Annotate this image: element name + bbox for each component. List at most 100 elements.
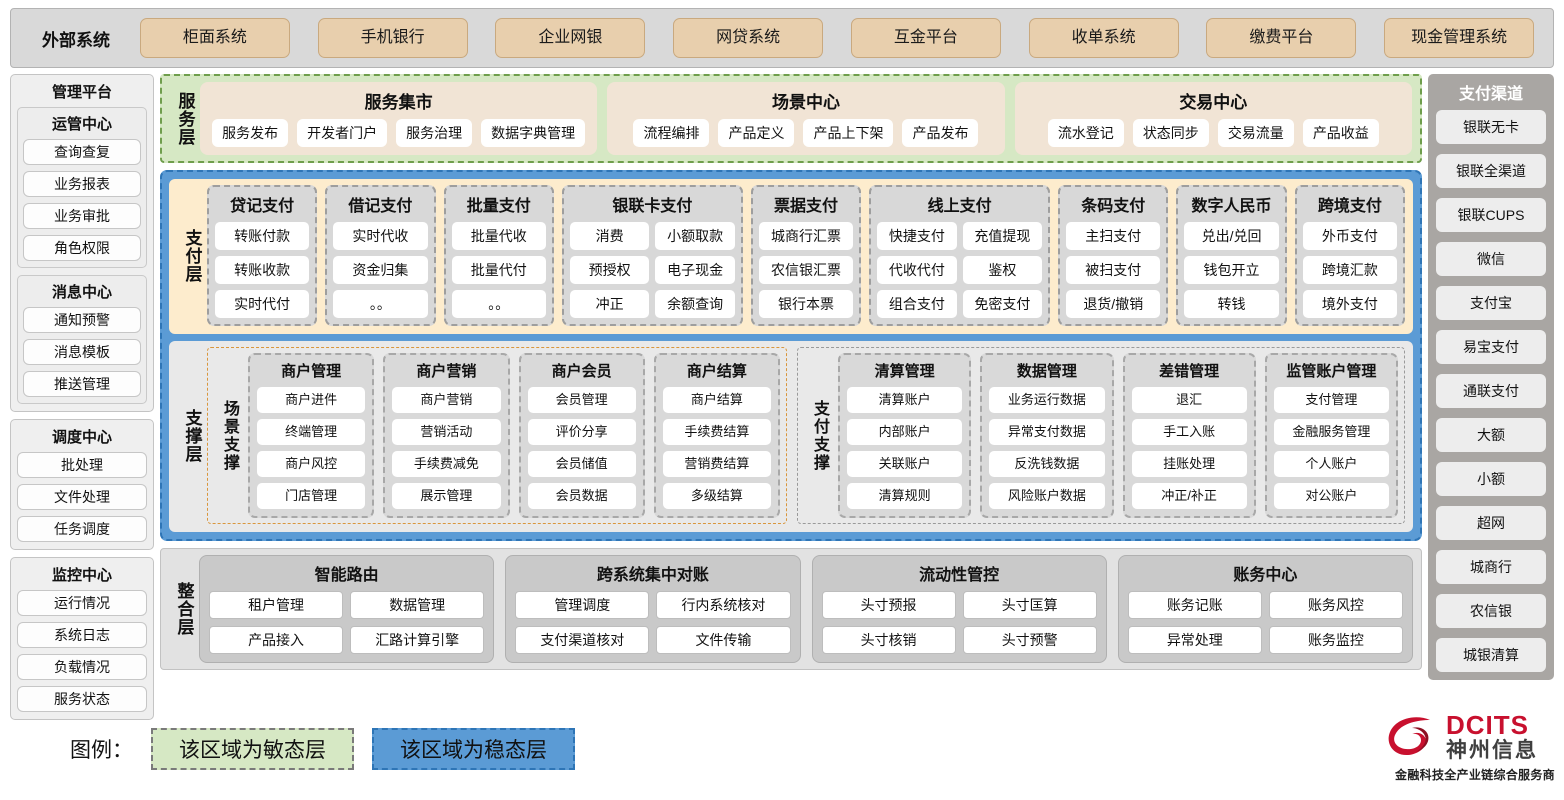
payment-item[interactable]: 转账收款 xyxy=(215,256,310,284)
integration-item[interactable]: 异常处理 xyxy=(1127,626,1262,654)
management-item[interactable]: 角色权限 xyxy=(23,235,141,261)
service-item[interactable]: 产品定义 xyxy=(718,119,795,147)
integration-item[interactable]: 文件传输 xyxy=(656,626,791,654)
support-item[interactable]: 会员管理 xyxy=(527,387,636,413)
management-item[interactable]: 运行情况 xyxy=(17,590,147,616)
integration-item[interactable]: 数据管理 xyxy=(350,591,485,619)
management-item[interactable]: 业务审批 xyxy=(23,203,141,229)
external-system-chip[interactable]: 收单系统 xyxy=(1028,18,1179,58)
management-item[interactable]: 批处理 xyxy=(17,452,147,478)
payment-item[interactable]: 冲正 xyxy=(569,290,650,318)
payment-item[interactable]: 实时代收 xyxy=(333,222,428,250)
management-item[interactable]: 通知预警 xyxy=(23,307,141,333)
service-item[interactable]: 产品收益 xyxy=(1302,119,1379,147)
payment-item[interactable]: 跨境汇款 xyxy=(1302,256,1397,284)
support-item[interactable]: 手工入账 xyxy=(1131,419,1247,445)
support-item[interactable]: 关联账户 xyxy=(847,451,963,477)
support-item[interactable]: 商户进件 xyxy=(257,387,366,413)
payment-item[interactable]: 组合支付 xyxy=(877,290,957,318)
support-item[interactable]: 展示管理 xyxy=(392,483,501,509)
payment-item[interactable]: 预授权 xyxy=(569,256,650,284)
service-item[interactable]: 数据字典管理 xyxy=(481,119,586,147)
payment-item[interactable]: 代收代付 xyxy=(877,256,957,284)
integration-item[interactable]: 账务监控 xyxy=(1268,626,1403,654)
support-item[interactable]: 对公账户 xyxy=(1273,483,1389,509)
service-item[interactable]: 产品发布 xyxy=(902,119,979,147)
integration-item[interactable]: 账务记账 xyxy=(1127,591,1262,619)
external-system-chip[interactable]: 柜面系统 xyxy=(139,18,290,58)
payment-channel-chip[interactable]: 易宝支付 xyxy=(1436,330,1546,364)
support-item[interactable]: 退汇 xyxy=(1131,387,1247,413)
support-item[interactable]: 挂账处理 xyxy=(1131,451,1247,477)
payment-item[interactable]: 电子现金 xyxy=(655,256,735,284)
service-item[interactable]: 流程编排 xyxy=(633,119,710,147)
payment-item[interactable]: 。。 xyxy=(451,290,546,318)
support-item[interactable]: 会员数据 xyxy=(527,483,636,509)
support-item[interactable]: 冲正/补正 xyxy=(1131,483,1247,509)
management-item[interactable]: 文件处理 xyxy=(17,484,147,510)
management-item[interactable]: 服务状态 xyxy=(17,686,147,712)
payment-item[interactable]: 小额取款 xyxy=(655,222,735,250)
support-item[interactable]: 评价分享 xyxy=(527,419,636,445)
payment-item[interactable]: 银行本票 xyxy=(758,290,854,318)
support-item[interactable]: 会员储值 xyxy=(527,451,636,477)
service-item[interactable]: 交易流量 xyxy=(1217,119,1294,147)
support-item[interactable]: 金融服务管理 xyxy=(1273,419,1389,445)
payment-channel-chip[interactable]: 微信 xyxy=(1436,242,1546,276)
support-item[interactable]: 支付管理 xyxy=(1273,387,1389,413)
payment-item[interactable]: 退货/撤销 xyxy=(1066,290,1161,318)
payment-item[interactable]: 余额查询 xyxy=(655,290,735,318)
support-item[interactable]: 手续费结算 xyxy=(662,419,771,445)
service-item[interactable]: 产品上下架 xyxy=(803,119,894,147)
payment-item[interactable]: 兑出/兑回 xyxy=(1184,222,1279,250)
management-item[interactable]: 查询查复 xyxy=(23,139,141,165)
support-item[interactable]: 异常支付数据 xyxy=(989,419,1105,445)
service-item[interactable]: 流水登记 xyxy=(1047,119,1124,147)
support-item[interactable]: 清算规则 xyxy=(847,483,963,509)
external-system-chip[interactable]: 手机银行 xyxy=(317,18,468,58)
payment-item[interactable]: 免密支付 xyxy=(962,290,1043,318)
payment-item[interactable]: 城商行汇票 xyxy=(758,222,854,250)
payment-item[interactable]: 农信银汇票 xyxy=(758,256,854,284)
management-item[interactable]: 负载情况 xyxy=(17,654,147,680)
payment-item[interactable]: 转账付款 xyxy=(215,222,310,250)
payment-item[interactable]: 充值提现 xyxy=(962,222,1043,250)
integration-item[interactable]: 账务风控 xyxy=(1268,591,1403,619)
integration-item[interactable]: 租户管理 xyxy=(209,591,344,619)
support-item[interactable]: 业务运行数据 xyxy=(989,387,1105,413)
payment-item[interactable]: 外币支付 xyxy=(1302,222,1397,250)
external-system-chip[interactable]: 网贷系统 xyxy=(673,18,824,58)
payment-channel-chip[interactable]: 银联无卡 xyxy=(1436,110,1546,144)
integration-item[interactable]: 头寸匡算 xyxy=(962,591,1097,619)
integration-item[interactable]: 产品接入 xyxy=(209,626,344,654)
management-item[interactable]: 业务报表 xyxy=(23,171,141,197)
payment-channel-chip[interactable]: 小额 xyxy=(1436,462,1546,496)
support-item[interactable]: 营销活动 xyxy=(392,419,501,445)
payment-item[interactable]: 批量代收 xyxy=(451,222,546,250)
payment-item[interactable]: 消费 xyxy=(569,222,650,250)
integration-item[interactable]: 头寸预报 xyxy=(821,591,956,619)
management-item[interactable]: 消息模板 xyxy=(23,339,141,365)
external-system-chip[interactable]: 互金平台 xyxy=(850,18,1001,58)
management-item[interactable]: 推送管理 xyxy=(23,371,141,397)
support-item[interactable]: 风险账户数据 xyxy=(989,483,1105,509)
payment-item[interactable]: 转钱 xyxy=(1184,290,1279,318)
payment-channel-chip[interactable]: 通联支付 xyxy=(1436,374,1546,408)
integration-item[interactable]: 汇路计算引擎 xyxy=(350,626,485,654)
payment-item[interactable]: 。。 xyxy=(333,290,428,318)
support-item[interactable]: 内部账户 xyxy=(847,419,963,445)
support-item[interactable]: 终端管理 xyxy=(257,419,366,445)
management-item[interactable]: 系统日志 xyxy=(17,622,147,648)
payment-channel-chip[interactable]: 城商行 xyxy=(1436,550,1546,584)
support-item[interactable]: 商户结算 xyxy=(662,387,771,413)
support-item[interactable]: 清算账户 xyxy=(847,387,963,413)
payment-channel-chip[interactable]: 银联全渠道 xyxy=(1436,154,1546,188)
external-system-chip[interactable]: 现金管理系统 xyxy=(1384,18,1535,58)
support-item[interactable]: 多级结算 xyxy=(662,483,771,509)
support-item[interactable]: 营销费结算 xyxy=(662,451,771,477)
payment-item[interactable]: 境外支付 xyxy=(1302,290,1397,318)
payment-item[interactable]: 钱包开立 xyxy=(1184,256,1279,284)
service-item[interactable]: 服务治理 xyxy=(396,119,473,147)
service-item[interactable]: 状态同步 xyxy=(1132,119,1209,147)
support-item[interactable]: 门店管理 xyxy=(257,483,366,509)
